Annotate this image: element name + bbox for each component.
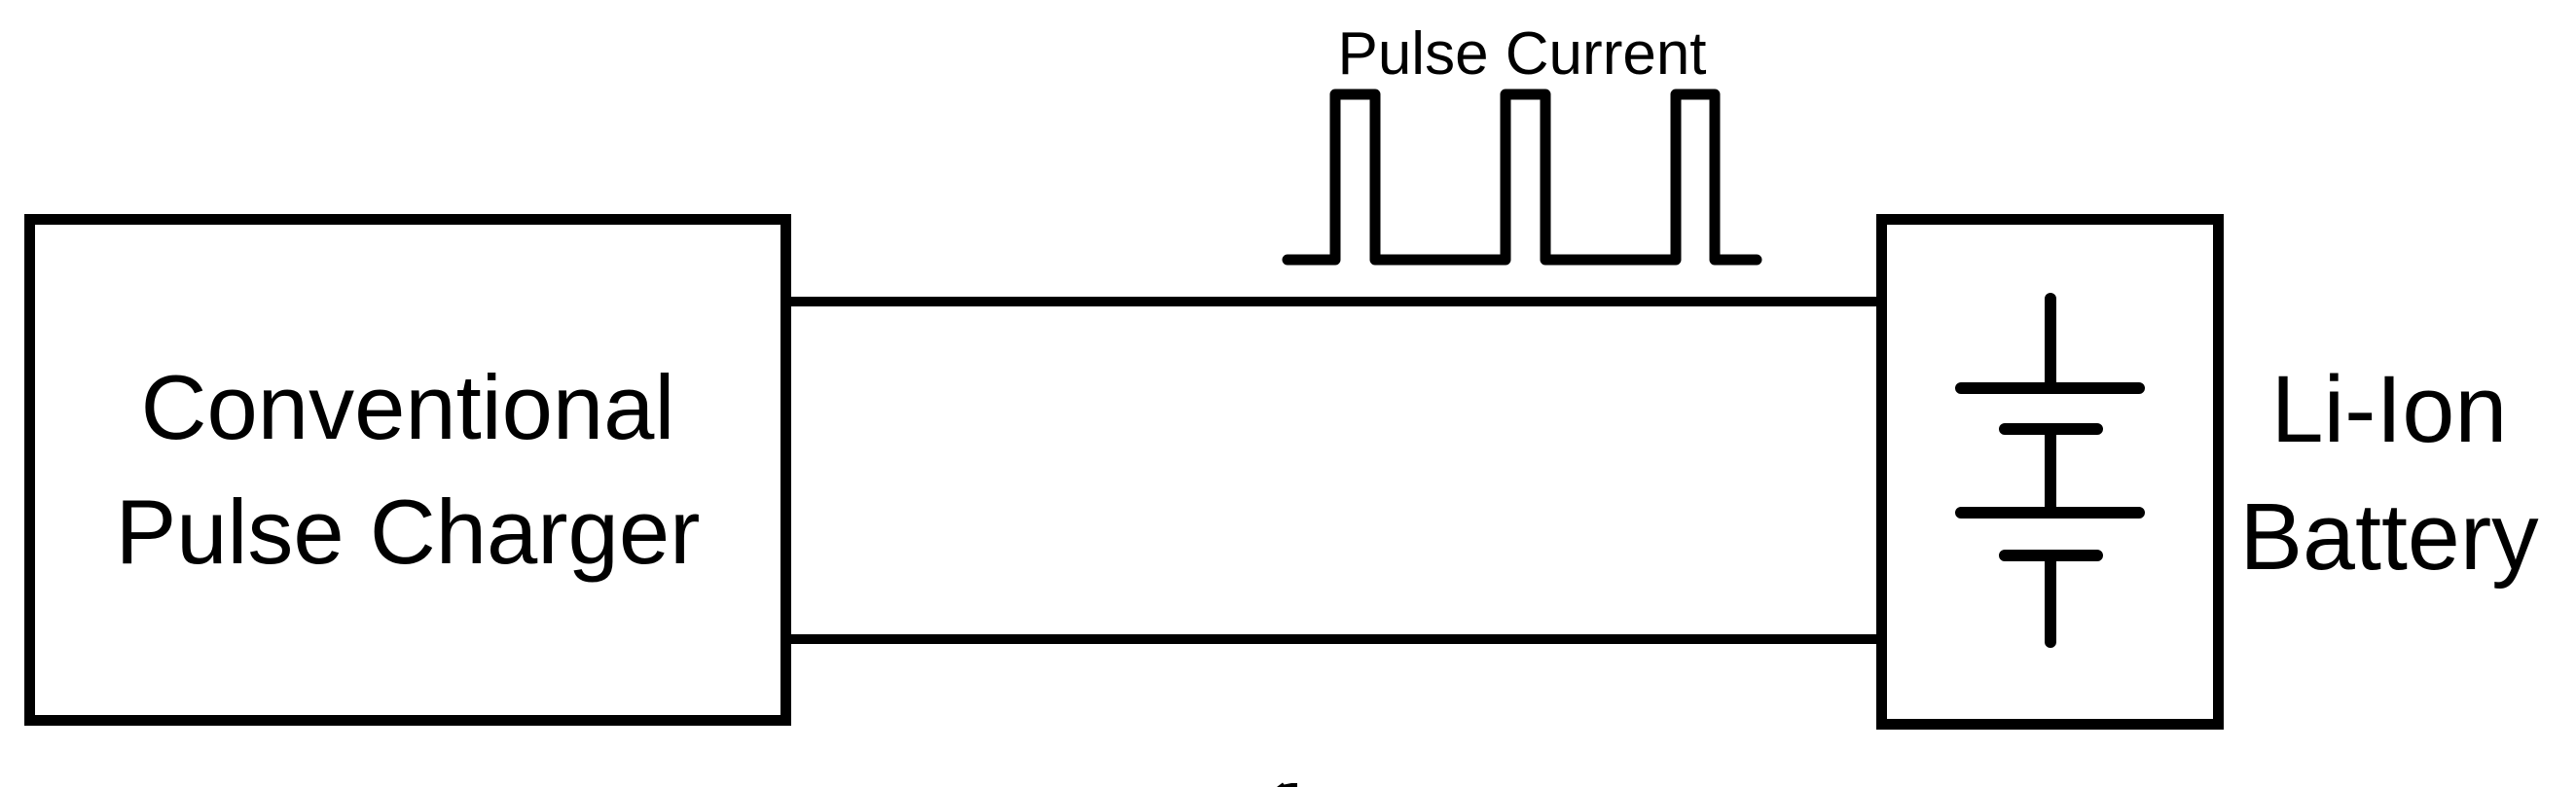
wire-top (791, 297, 1876, 306)
charger-label-line1: Conventional (140, 356, 675, 458)
battery-label-line1: Li-Ion (2270, 356, 2508, 462)
charger-label-line2: Pulse Charger (115, 481, 701, 583)
charger-box: Conventional Pulse Charger (24, 214, 791, 726)
battery-label: Li-Ion Battery (2209, 345, 2569, 600)
cropped-text-artifact (1277, 782, 1297, 787)
battery-symbol-icon (1955, 293, 2145, 648)
pulse-current-label: Pulse Current (1337, 20, 1707, 88)
charger-label: Conventional Pulse Charger (116, 345, 701, 594)
wire-bottom (791, 634, 1876, 644)
battery-label-line2: Battery (2239, 483, 2539, 590)
pulse-waveform-icon (1282, 89, 1762, 266)
